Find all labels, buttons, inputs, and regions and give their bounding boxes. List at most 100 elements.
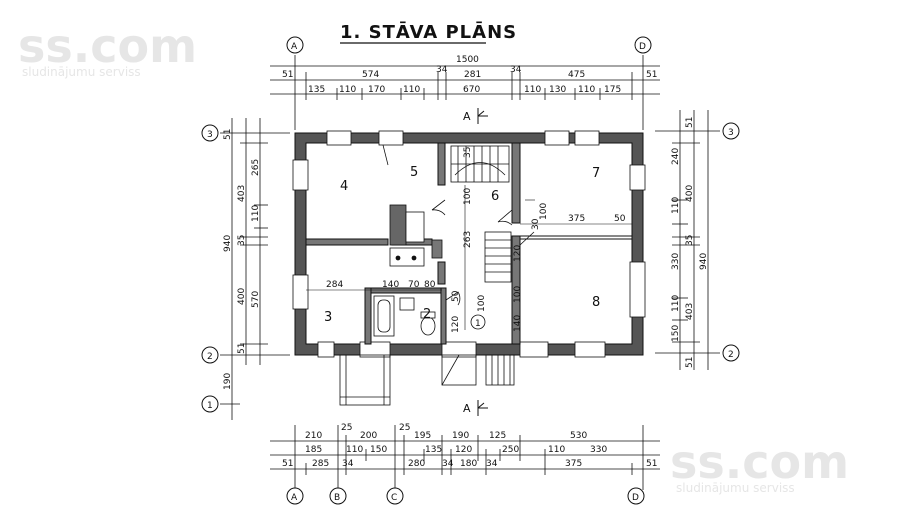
bottom-dimension-lines (270, 425, 660, 490)
dim-hall-100b: 100 (513, 286, 523, 303)
interior-walls (305, 142, 633, 345)
dim-bottom-l2-4: 120 (455, 445, 472, 455)
dim-bottom-l2-0: 185 (305, 445, 322, 455)
dim-bottom-l1-1: 25 (341, 423, 352, 433)
dim-bottom-l3-7: 375 (565, 459, 582, 469)
dim-right-inner-3: 110 (671, 295, 681, 312)
dim-top-l2-0: 51 (282, 70, 293, 80)
dim-left-outer-1: 940 (223, 235, 233, 252)
section-label-top: A (463, 110, 471, 123)
dim-left-mid-0: 403 (237, 185, 247, 202)
dim-left-mid-3: 51 (237, 343, 247, 354)
dim-bottom-l1-2: 200 (360, 431, 377, 441)
dim-living-small: 30 (531, 218, 541, 230)
dim-living-width: 375 (568, 214, 585, 224)
dim-top-l2-5: 475 (568, 70, 585, 80)
dim-top-l3-5: 110 (524, 85, 541, 95)
dim-bottom-l3-0: 51 (282, 459, 293, 469)
axis-c-bottom: C (391, 493, 397, 503)
dim-bath-80: 80 (424, 280, 436, 290)
axis-3-right: 3 (728, 128, 734, 138)
room-6-label: 6 (491, 189, 499, 204)
fireplace (389, 204, 443, 267)
dim-left-inner-1: 110 (251, 205, 261, 222)
dim-hall-100a: 100 (477, 295, 487, 312)
section-mark-bottom (477, 400, 488, 416)
dim-top-l3-4: 670 (463, 85, 480, 95)
dim-bath-284: 284 (326, 280, 343, 290)
dim-hall-120a: 120 (513, 245, 523, 262)
axis-3-left: 3 (207, 130, 213, 140)
dim-right-outer-0: 51 (685, 117, 695, 128)
dim-top-l3-0: 135 (308, 85, 325, 95)
dim-left-inner-2: 570 (251, 291, 261, 308)
axis-a-top: A (291, 42, 298, 52)
section-mark-top (477, 108, 488, 124)
watermark-brand: ss.com (18, 19, 197, 73)
dim-corridor-length: 263 (463, 231, 473, 248)
dim-left-outer-0: 51 (223, 129, 233, 140)
dim-bottom-l2-7: 330 (590, 445, 607, 455)
dim-top-l3-1: 110 (339, 85, 356, 95)
watermark-brand-bottom: ss.com (670, 435, 849, 489)
dim-top-l2-1: 574 (362, 70, 379, 80)
room-8-label: 8 (592, 295, 600, 310)
entrance-porches (339, 354, 515, 406)
plan-title: 1. STĀVA PLĀNS (340, 22, 517, 43)
dim-bottom-l2-2: 150 (370, 445, 387, 455)
dim-top-overall: 1500 (456, 55, 479, 65)
dim-bottom-l2-6: 110 (548, 445, 565, 455)
dim-bottom-l1-7: 530 (570, 431, 587, 441)
dim-right-inner-1: 110 (671, 197, 681, 214)
axis-d-top: D (639, 42, 646, 52)
room-5-label: 5 (410, 165, 418, 180)
dim-bottom-l3-8: 51 (646, 459, 657, 469)
dim-bottom-l1-4: 195 (414, 431, 431, 441)
outer-walls (292, 130, 646, 358)
dim-hall-50: 50 (451, 290, 461, 302)
dim-bottom-l3-2: 34 (342, 459, 354, 469)
dim-left-inner-0: 265 (251, 159, 261, 176)
dim-bottom-l1-5: 190 (452, 431, 469, 441)
dim-bath-140: 140 (382, 280, 399, 290)
bathroom-fixtures (373, 295, 436, 337)
dim-top-l3-6: 130 (549, 85, 566, 95)
dim-bath-70: 70 (408, 280, 420, 290)
dim-left-outer-2: 190 (223, 373, 233, 390)
dim-bottom-l3-6: 34 (486, 459, 498, 469)
dim-bottom-l2-3: 135 (425, 445, 442, 455)
axis-2-right: 2 (728, 350, 734, 360)
watermark-tagline-bottom: sludinājumu serviss (676, 481, 795, 495)
room-3-label: 3 (324, 310, 332, 325)
dim-top-l2-2: 34 (436, 65, 448, 75)
axis-1-left: 1 (207, 401, 213, 411)
dim-bottom-l1-3: 25 (399, 423, 410, 433)
dim-right-mid-0: 400 (685, 185, 695, 202)
dim-right-inner-0: 240 (671, 148, 681, 165)
interior-dimension-lines (306, 185, 632, 330)
dim-bottom-l1-0: 210 (305, 431, 322, 441)
dim-top-l2-3: 281 (464, 70, 481, 80)
dim-left-mid-2: 400 (237, 288, 247, 305)
dim-right-mid-3: 150 (671, 325, 681, 342)
dim-top-l3-3: 110 (403, 85, 420, 95)
dim-top-l3-2: 170 (368, 85, 385, 95)
dim-right-mid-1: 35 (685, 235, 695, 246)
room-4-label: 4 (340, 179, 348, 194)
axis-a-bottom: A (291, 493, 298, 503)
dim-hall-120b: 120 (451, 316, 461, 333)
dim-corridor-small: 35 (463, 147, 473, 158)
dim-right-outer-2: 51 (685, 357, 695, 368)
top-dimension-lines (270, 55, 660, 130)
dim-top-l2-6: 51 (646, 70, 657, 80)
dim-right-mid-2: 403 (685, 303, 695, 320)
dim-right-inner-2: 330 (671, 253, 681, 270)
staircase-top (450, 145, 510, 183)
axis-b-bottom: B (334, 493, 340, 503)
dim-living-opening: 100 (539, 203, 549, 220)
room-1-label: 1 (475, 319, 481, 329)
dim-bottom-l3-1: 285 (312, 459, 329, 469)
dim-top-l2-4: 34 (510, 65, 522, 75)
